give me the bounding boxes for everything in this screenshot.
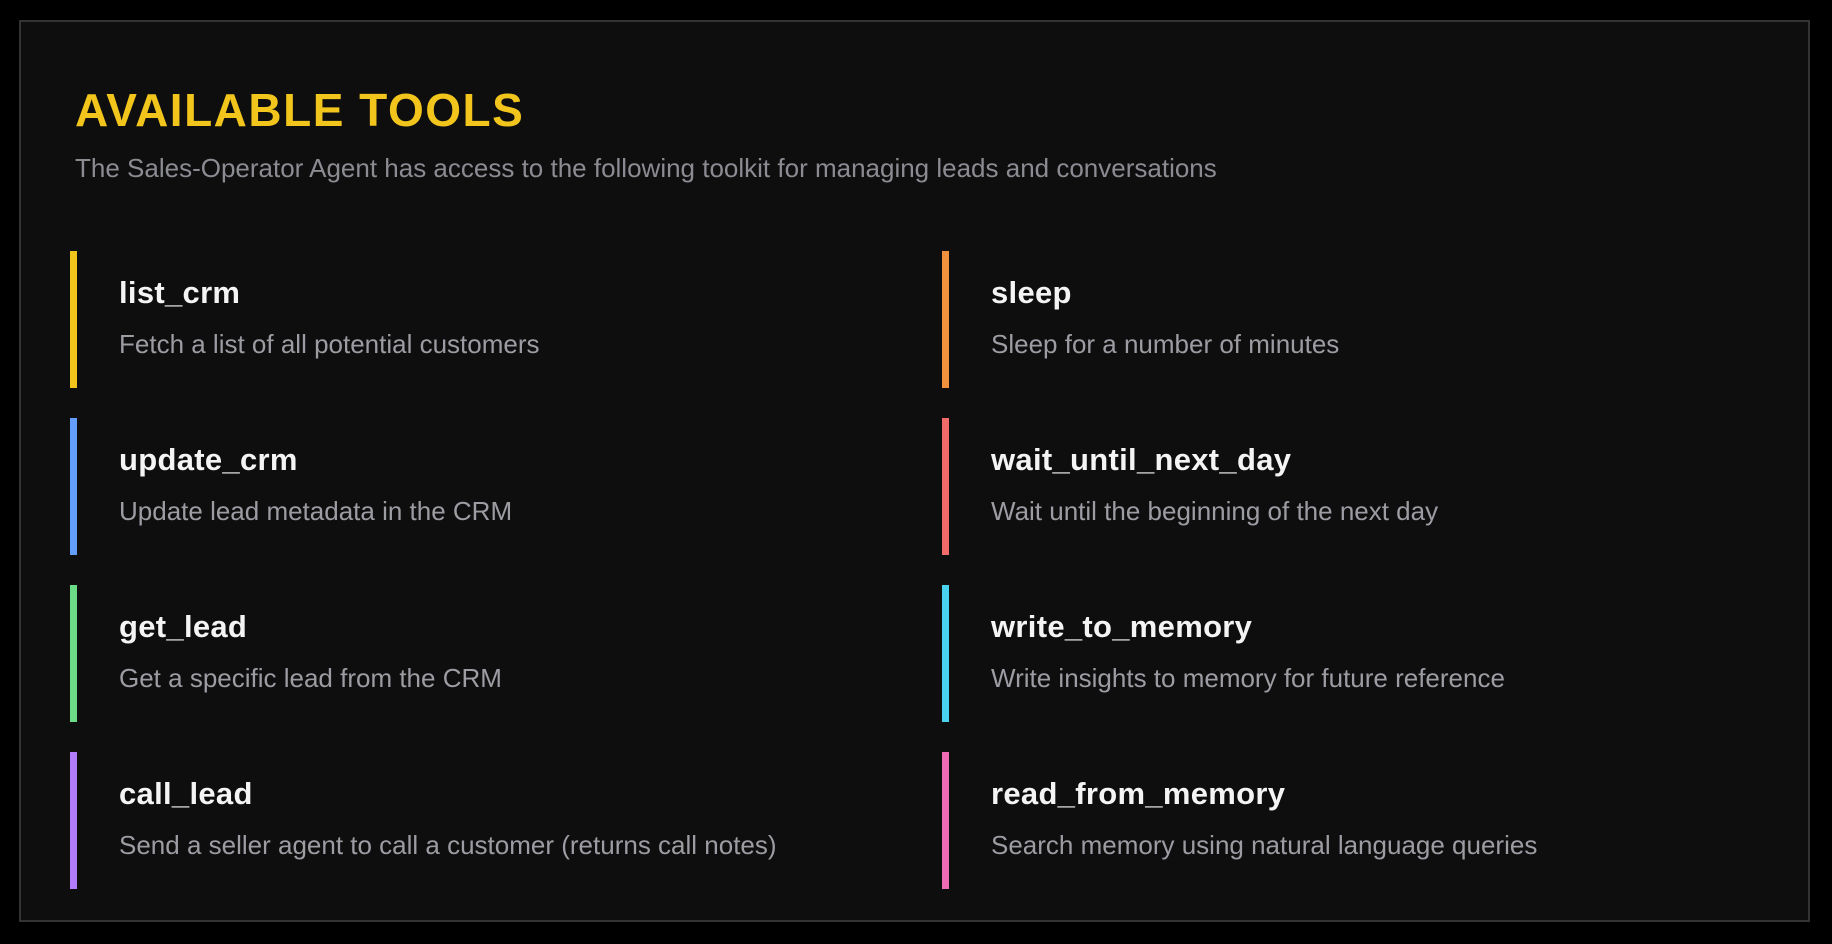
tool-description: Fetch a list of all potential customers <box>119 329 540 359</box>
tool-name: call_lead <box>119 776 253 811</box>
tool-description: Wait until the beginning of the next day <box>991 496 1439 526</box>
tool-name: list_crm <box>119 275 241 310</box>
tool-description: Send a seller agent to call a customer (… <box>119 830 777 860</box>
tool-name: sleep <box>991 275 1072 310</box>
tool-description: Get a specific lead from the CRM <box>119 663 502 693</box>
tool-description: Write insights to memory for future refe… <box>991 663 1505 693</box>
tool-name: write_to_memory <box>991 609 1253 644</box>
tool-name: wait_until_next_day <box>991 442 1292 477</box>
tool-card-wait-until-next-day: wait_until_next_day Wait until the begin… <box>942 418 1755 555</box>
tool-description: Update lead metadata in the CRM <box>119 496 513 526</box>
tool-card-sleep: sleep Sleep for a number of minutes <box>942 251 1755 388</box>
tool-card-list-crm: list_crm Fetch a list of all potential c… <box>70 251 942 388</box>
tool-description: Sleep for a number of minutes <box>991 329 1340 359</box>
tool-description: Search memory using natural language que… <box>991 830 1538 860</box>
tool-card-update-crm: update_crm Update lead metadata in the C… <box>70 418 942 555</box>
page-subtitle: The Sales-Operator Agent has access to t… <box>75 153 1217 183</box>
tool-name: read_from_memory <box>991 776 1286 811</box>
tools-grid: list_crm Fetch a list of all potential c… <box>70 251 1755 889</box>
tool-card-read-from-memory: read_from_memory Search memory using nat… <box>942 752 1755 889</box>
tool-card-write-to-memory: write_to_memory Write insights to memory… <box>942 585 1755 722</box>
page-title: AVAILABLE TOOLS <box>75 84 525 136</box>
available-tools-panel: AVAILABLE TOOLS The Sales-Operator Agent… <box>19 20 1810 922</box>
tool-card-call-lead: call_lead Send a seller agent to call a … <box>70 752 942 889</box>
tool-name: update_crm <box>119 442 298 477</box>
tool-card-get-lead: get_lead Get a specific lead from the CR… <box>70 585 942 722</box>
tool-name: get_lead <box>119 609 248 644</box>
